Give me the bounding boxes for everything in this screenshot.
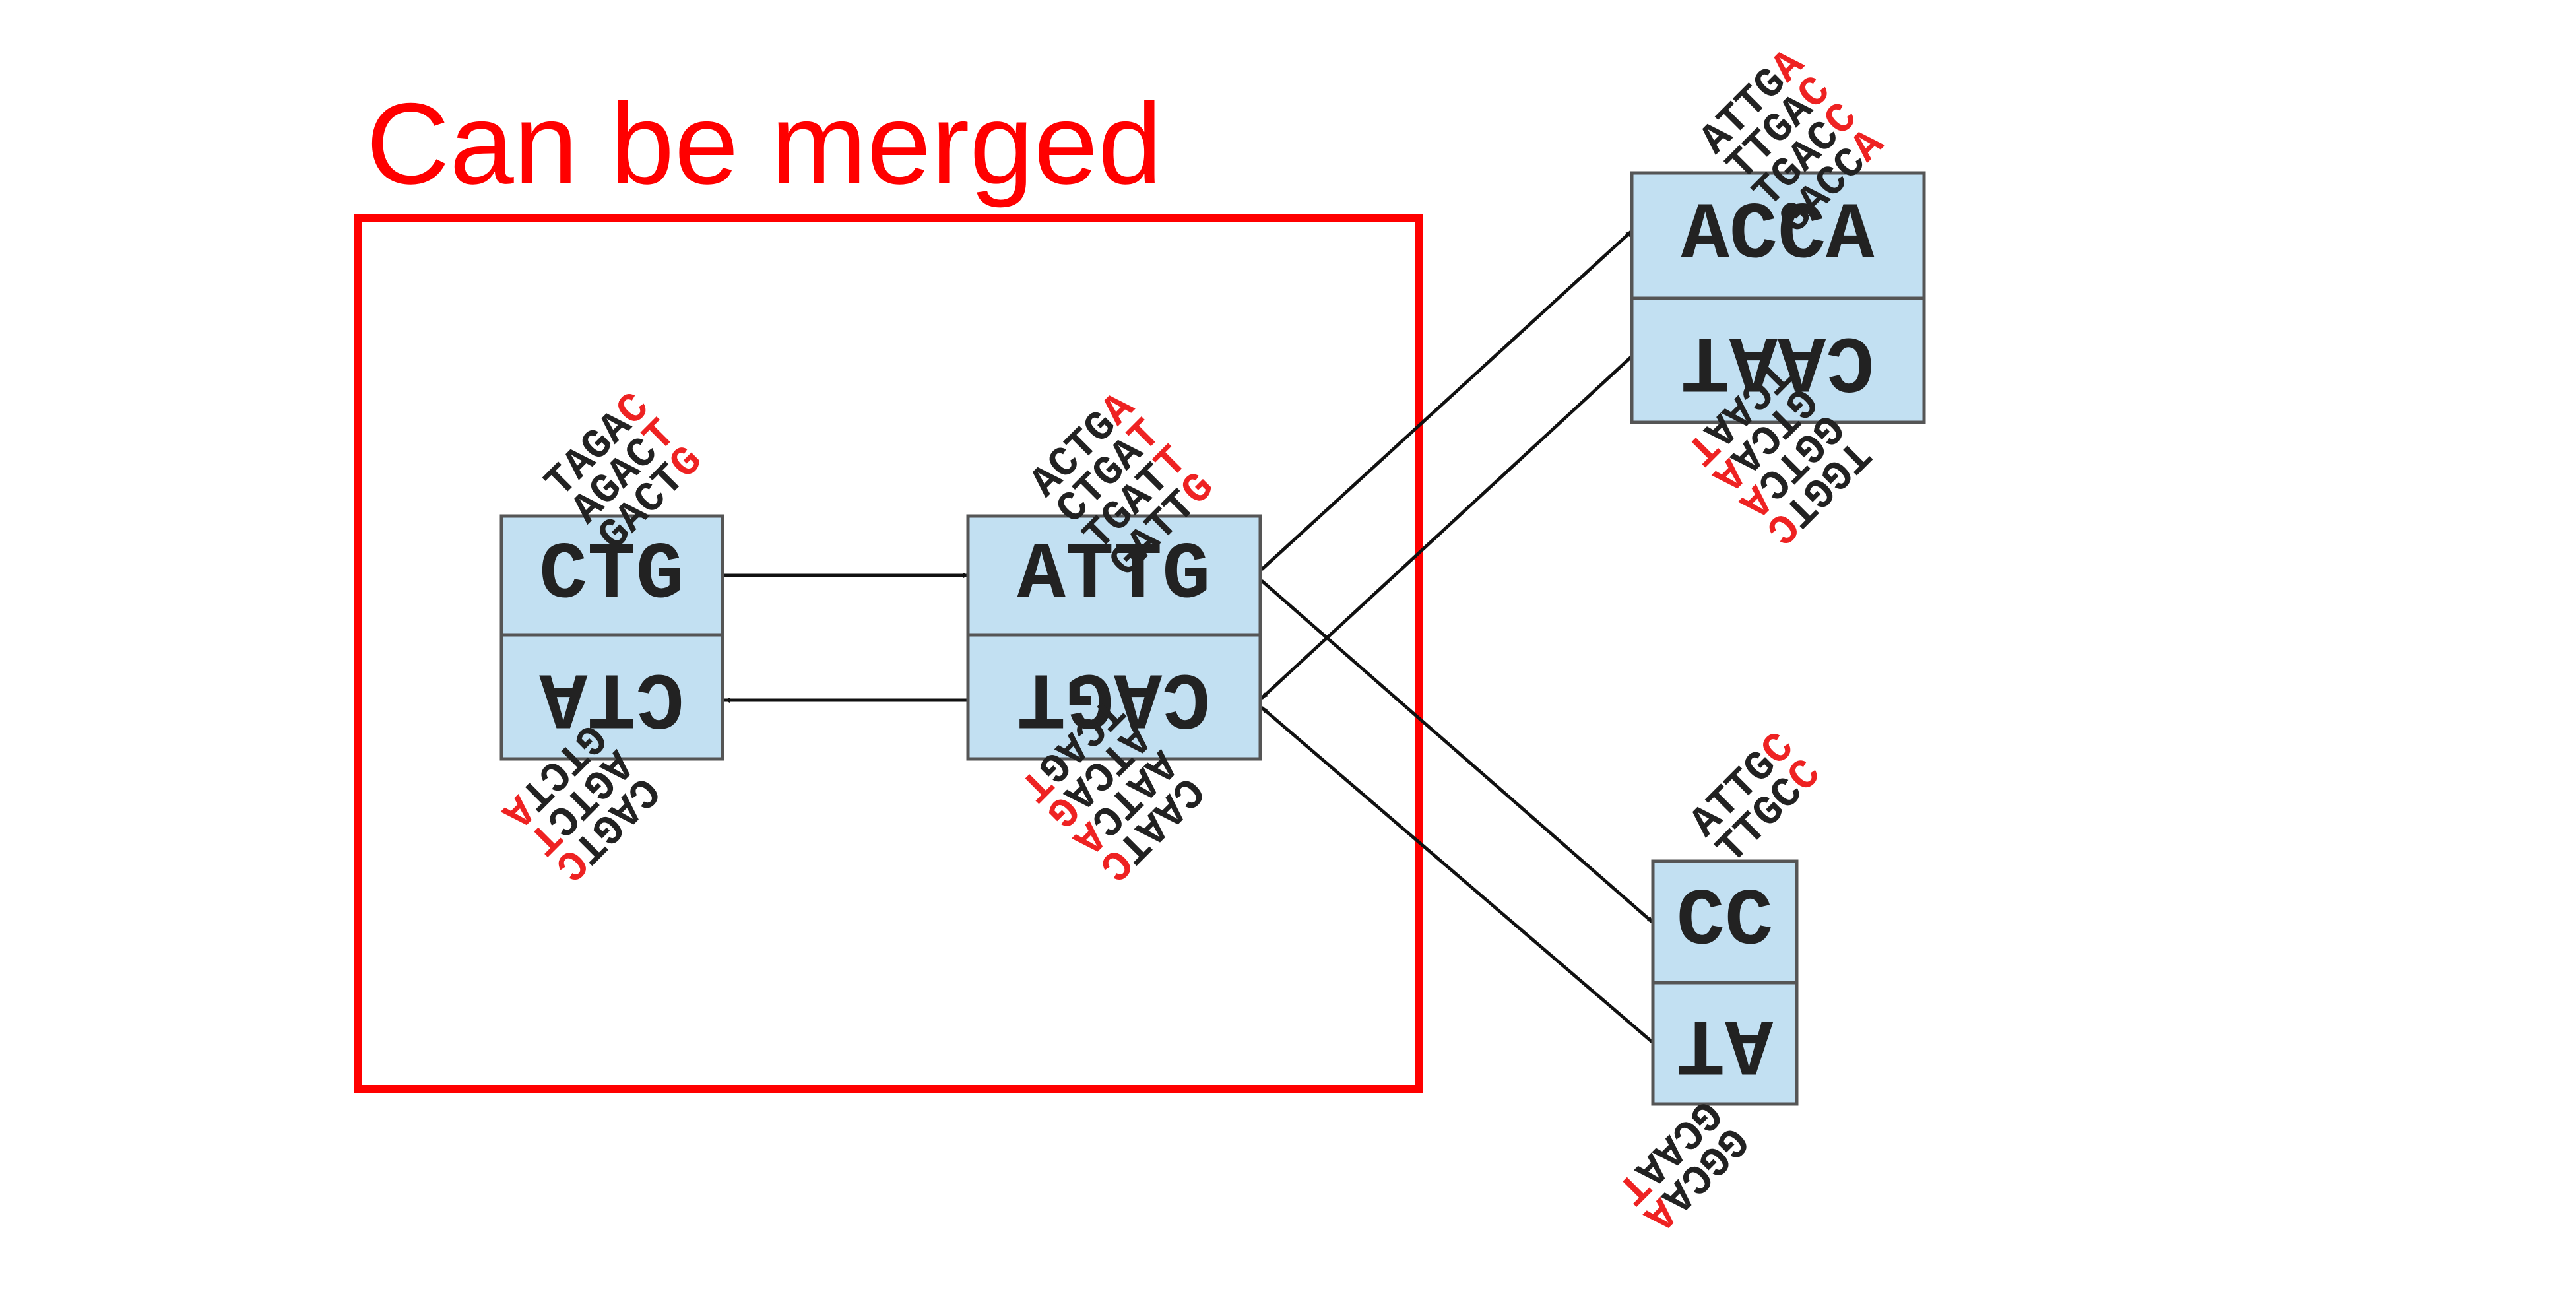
node-acca-bottom-label: CAAT: [1681, 315, 1875, 407]
node-ctg: CTG CTA: [499, 514, 724, 761]
node-cc-bottom-box: [1651, 981, 1799, 1106]
edge-cc-to-attg: [1260, 706, 1654, 1044]
node-cc-top-box: [1651, 859, 1799, 985]
node-ctg-top-box: [499, 514, 724, 637]
node-attg: ATTG CAGT: [966, 514, 1262, 761]
edges: [723, 230, 1654, 1044]
node-acca: ACCA CAAT: [1630, 171, 1926, 424]
node-attg-top-label: ATTG: [1017, 530, 1211, 622]
node-cc-bottom-label: AT: [1677, 998, 1773, 1090]
kmers-ctg-top: TAGAC AGACT GACTG: [536, 384, 713, 560]
node-attg-top-box: [966, 514, 1262, 637]
node-ctg-top-label: CTG: [539, 530, 684, 622]
node-acca-bottom-box: [1630, 296, 1926, 424]
kmers-cc-bottom: GGCAA GCAAT: [1607, 1090, 1756, 1239]
edge-attg-to-acca: [1260, 230, 1633, 571]
node-attg-bottom-box: [966, 633, 1262, 761]
node-ctg-bottom-box: [499, 633, 724, 761]
kmers-acca-bottom: TGGTC GGTCA GTCAA TCAAT: [1675, 350, 1879, 553]
edge-acca-to-attg: [1260, 355, 1633, 700]
node-cc: CC AT: [1651, 859, 1799, 1106]
node-acca-top-label: ACCA: [1681, 190, 1875, 282]
node-ctg-bottom-label: CTA: [538, 651, 684, 743]
node-cc-top-label: CC: [1677, 876, 1773, 968]
merge-box: [354, 214, 1423, 1093]
edge-attg-to-cc: [1260, 579, 1654, 924]
merge-caption: Can be merged: [366, 80, 1162, 209]
node-attg-bottom-label: CAGT: [1017, 651, 1211, 743]
kmers-cc-top: ATTGC TTGCC: [1681, 724, 1831, 874]
